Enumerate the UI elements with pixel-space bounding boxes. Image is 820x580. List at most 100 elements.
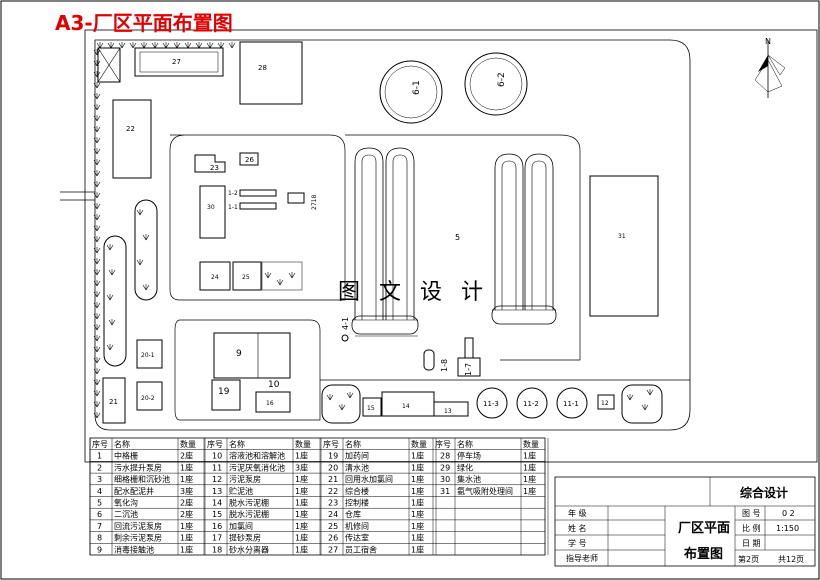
legend-cell: 11 (212, 463, 222, 472)
clarifier-6-2 (464, 52, 528, 116)
oxidation-ditch-west (351, 147, 419, 335)
label-28: 28 (258, 64, 267, 72)
unit-1-8 (423, 349, 435, 371)
legend-cell: 1座 (295, 509, 308, 519)
legend-cell: 1座 (523, 474, 536, 484)
scale-value: 1:150 (776, 524, 799, 533)
tree-icon (96, 42, 104, 49)
drawing-name-line2: 布置图 (684, 546, 723, 562)
tree-icon (142, 234, 150, 241)
legend-cell: 员工宿舍 (345, 544, 377, 554)
legend-cell: 17 (212, 534, 222, 543)
label-1-8: 1-8 (440, 359, 449, 372)
legend-cell: 5 (97, 499, 102, 508)
legend-cell: 1座 (295, 544, 308, 554)
legend-cell: 2 (97, 463, 102, 472)
label-1-7: 1-7 (464, 363, 473, 376)
label-grade: 年 级 (568, 508, 587, 518)
label-5: 5 (455, 233, 460, 242)
legend-cell: 回用水加氯间 (345, 474, 393, 484)
tree-icon (93, 368, 101, 375)
legend-cell: 31 (440, 487, 450, 496)
site-boundary (84, 29, 818, 463)
legend-cell: 3座 (180, 486, 193, 496)
tree-icon (106, 294, 114, 301)
label-11-2: 11-2 (523, 400, 539, 408)
legend-cell: 1座 (411, 474, 424, 484)
tree-icon (136, 209, 144, 216)
tree-icon (129, 42, 137, 49)
clarifier-6-2-inner (469, 57, 523, 111)
legend-header: 数量 (411, 439, 427, 449)
drawing-name-line1: 厂区平面 (678, 521, 730, 536)
legend-cell: 贮泥池 (229, 486, 253, 496)
legend-cell: 3 (97, 475, 102, 484)
label-12: 12 (601, 400, 609, 407)
tree-icon (93, 170, 101, 177)
label-30: 30 (207, 204, 215, 211)
legend-cell: 脱水污泥棚 (229, 509, 269, 519)
tree-icon (108, 319, 116, 326)
green-patch-east (621, 384, 663, 424)
legend-cell: 16 (212, 522, 222, 531)
well-4-1 (341, 334, 349, 342)
legend-cell: 氧化沟 (114, 498, 138, 508)
label-20-2: 20-2 (141, 395, 155, 402)
label-14: 14 (402, 403, 410, 410)
legend-cell: 30 (440, 475, 450, 484)
building-21 (102, 377, 126, 424)
building-13 (433, 401, 469, 417)
legend-cell: 剩余污泥泵房 (114, 533, 162, 543)
legend-cell: 22 (328, 487, 338, 496)
tree-icon (93, 126, 101, 133)
legend-header: 序号 (323, 439, 339, 449)
tree-icon (93, 93, 101, 100)
tree-icon (93, 280, 101, 287)
tree-icon (93, 269, 101, 276)
tree-icon (93, 412, 101, 419)
label-student-id: 学 号 (568, 538, 587, 548)
legend-cell: 回流污泥泵房 (114, 521, 162, 531)
green-oval-center (134, 199, 158, 301)
label-20-1: 20-1 (141, 352, 155, 359)
label-15: 15 (367, 405, 375, 412)
clarifier-6-1 (379, 60, 443, 124)
lower-road (174, 319, 321, 421)
legend-cell: 2座 (180, 509, 193, 519)
green-patch-center (261, 261, 303, 291)
central-road (169, 134, 346, 301)
label-11-3: 11-3 (483, 400, 499, 408)
label-16: 16 (266, 400, 274, 407)
fig-no-label: 图 号 (742, 509, 761, 518)
label-6-2: 6-2 (497, 72, 507, 87)
tree-icon (93, 401, 101, 408)
legend-cell: 1座 (411, 462, 424, 472)
tree-icon (93, 335, 101, 342)
building-31 (589, 175, 659, 317)
legend-cell: 脱水污泥棚 (229, 498, 269, 508)
legend-header: 名称 (229, 439, 245, 449)
label-name: 姓 名 (568, 523, 587, 533)
legend-cell: 1座 (411, 521, 424, 531)
legend-cell: 25 (328, 522, 338, 531)
legend-cell: 砂水分离器 (229, 544, 269, 554)
legend-cell: 1座 (523, 486, 536, 496)
legend-cell: 23 (328, 499, 338, 508)
clarifier-6-1-inner (384, 65, 438, 119)
tree-icon (93, 390, 101, 397)
legend-cell: 12 (212, 475, 222, 484)
legend-cell: 1座 (295, 521, 308, 531)
legend-cell: 清水池 (345, 462, 369, 472)
legend-cell: 1座 (180, 521, 193, 531)
tree-icon (107, 42, 115, 49)
legend-cell: 二沉池 (114, 509, 138, 519)
tree-icon (93, 137, 101, 144)
tree-icon (206, 42, 214, 49)
tree-icon (288, 272, 296, 279)
building-2718 (287, 192, 305, 204)
tree-icon (93, 379, 101, 386)
tree-icon (93, 302, 101, 309)
